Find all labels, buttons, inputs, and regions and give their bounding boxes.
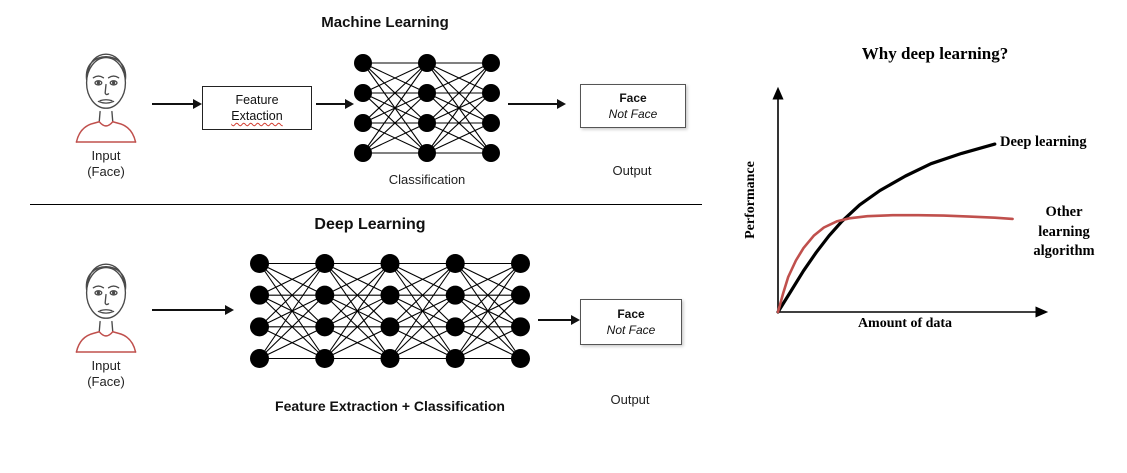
section-divider: [30, 204, 702, 205]
dl-output-box: Face Not Face: [580, 299, 682, 345]
arrow-network-to-output: [508, 99, 566, 109]
chart-title: Why deep learning?: [861, 44, 1009, 63]
arrow-feature-to-network: [316, 99, 354, 109]
feature-box-line1: Feature: [235, 92, 279, 107]
chart-x-axis-label: Amount of data: [857, 316, 953, 331]
dl-output-notface: Not Face: [606, 323, 656, 337]
dl-network-label: Feature Extraction + Classification: [275, 398, 505, 414]
dl-input-label-line2: (Face): [87, 374, 125, 390]
ml-network-label: Classification: [388, 172, 466, 187]
face-sketch-icon: [75, 53, 137, 143]
ml-section-title: Machine Learning: [321, 14, 449, 31]
arrow-face-to-feature: [152, 99, 202, 109]
ml-input-label: Input (Face): [68, 148, 144, 181]
series-label-deep-learning: Deep learning: [1000, 134, 1087, 150]
series-label-other-algorithm: Other learning algorithm: [1033, 204, 1095, 260]
dl-network-diagram: [250, 254, 530, 368]
dl-output-label: Output: [610, 392, 650, 407]
arrow-face-to-deep-network: [152, 305, 234, 315]
ml-output-box: Face Not Face: [580, 84, 686, 128]
ml-output-face: Face: [619, 90, 647, 105]
dl-section-title: Deep Learning: [314, 216, 426, 233]
ml-output-notface: Not Face: [608, 107, 658, 121]
ml-input-label-line2: (Face): [87, 164, 125, 180]
ml-network-diagram: [354, 54, 500, 162]
chart-y-axis-label: Performance: [743, 161, 758, 239]
ml-input-label-line1: Input: [91, 148, 121, 163]
performance-chart: [772, 86, 1049, 318]
feature-extraction-box: Feature Extaction: [202, 86, 312, 130]
dl-output-face: Face: [617, 306, 645, 321]
dl-input-label: Input (Face): [68, 358, 144, 391]
dl-input-label-line1: Input: [91, 358, 121, 373]
arrow-deep-network-to-output: [538, 315, 580, 325]
ml-output-label: Output: [612, 163, 652, 178]
feature-box-line2: Extaction: [231, 109, 283, 123]
face-sketch-icon: [75, 263, 137, 353]
